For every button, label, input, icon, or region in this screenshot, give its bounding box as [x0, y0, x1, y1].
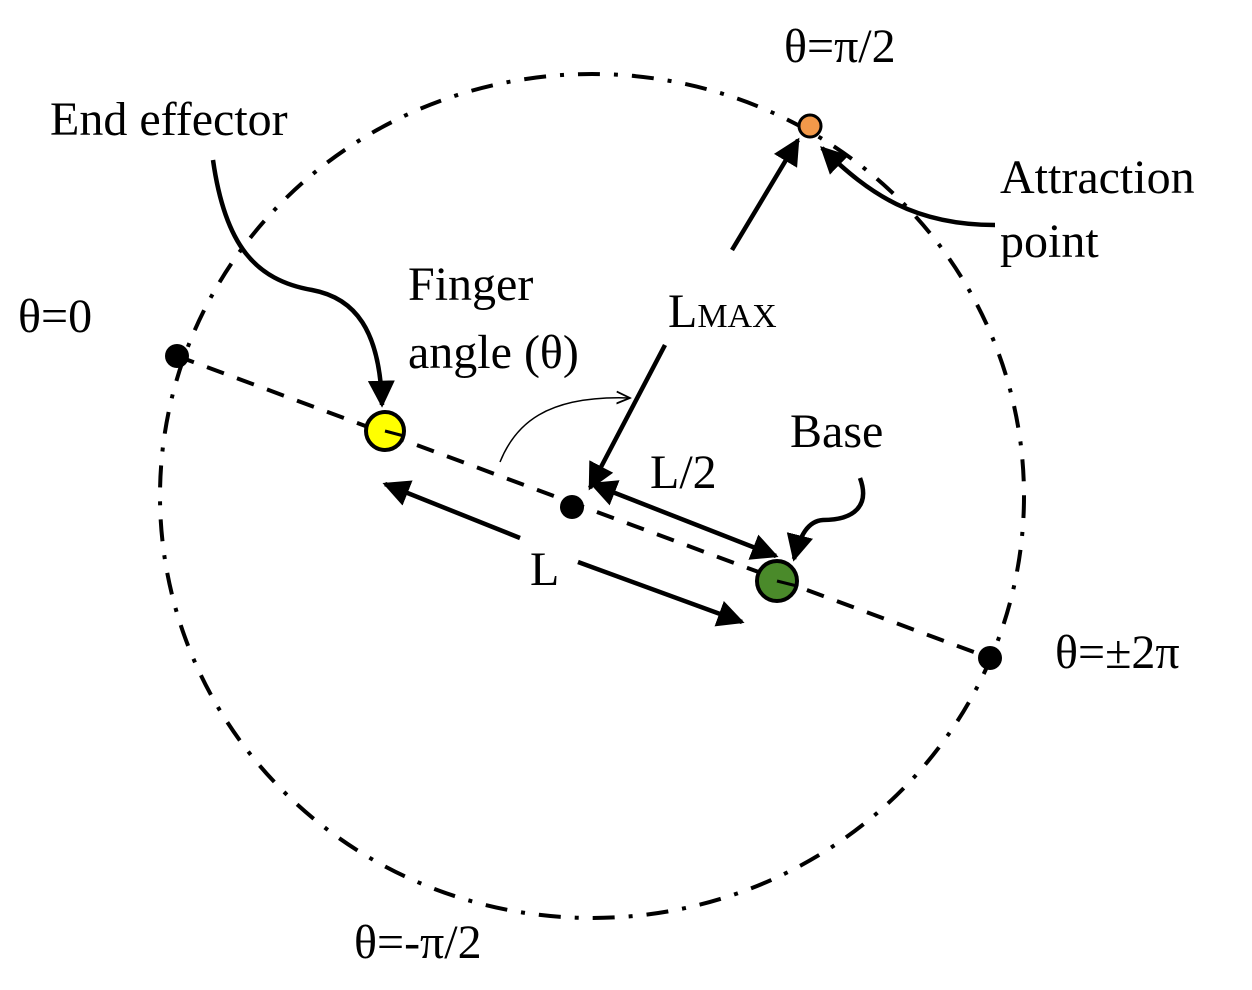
- label-theta-top: θ=π/2: [784, 20, 896, 73]
- label-theta-left: θ=0: [18, 290, 92, 343]
- label-finger-line1: Finger: [408, 258, 533, 311]
- workspace-circle: [158, 72, 1026, 920]
- label-lmax: LMAX: [668, 285, 777, 338]
- label-finger-line2: angle (θ): [408, 326, 579, 379]
- label-length: L: [530, 543, 559, 596]
- label-base: Base: [790, 405, 883, 458]
- attraction-point-marker: [797, 113, 823, 139]
- label-attraction-line2: point: [1000, 215, 1099, 268]
- lmax-arrow-down: [588, 343, 667, 491]
- half-length-arrow: [589, 480, 779, 560]
- theta-zero-point: [165, 344, 189, 368]
- attraction-arrow: [820, 146, 996, 228]
- end-effector-arrow: [210, 159, 395, 408]
- label-attraction-line1: Attraction: [1000, 151, 1195, 204]
- label-lmax-main: L: [668, 285, 697, 338]
- finger-angle-arrow: [499, 398, 630, 463]
- length-arrow-left: [382, 480, 521, 541]
- midpoint-dot: [560, 495, 584, 519]
- label-end-effector: End effector: [50, 93, 288, 146]
- label-theta-bottom: θ=-π/2: [354, 916, 482, 969]
- label-lmax-sub: MAX: [697, 298, 776, 335]
- length-arrow-right: [577, 559, 745, 627]
- end-effector-notch: [384, 429, 405, 438]
- theta-2pi-point: [978, 646, 1002, 670]
- label-half-length: L/2: [650, 446, 717, 499]
- base-arrow: [786, 477, 866, 562]
- base-notch: [776, 579, 798, 588]
- label-theta-right: θ=±2π: [1055, 626, 1180, 679]
- lmax-arrow-up: [730, 137, 800, 252]
